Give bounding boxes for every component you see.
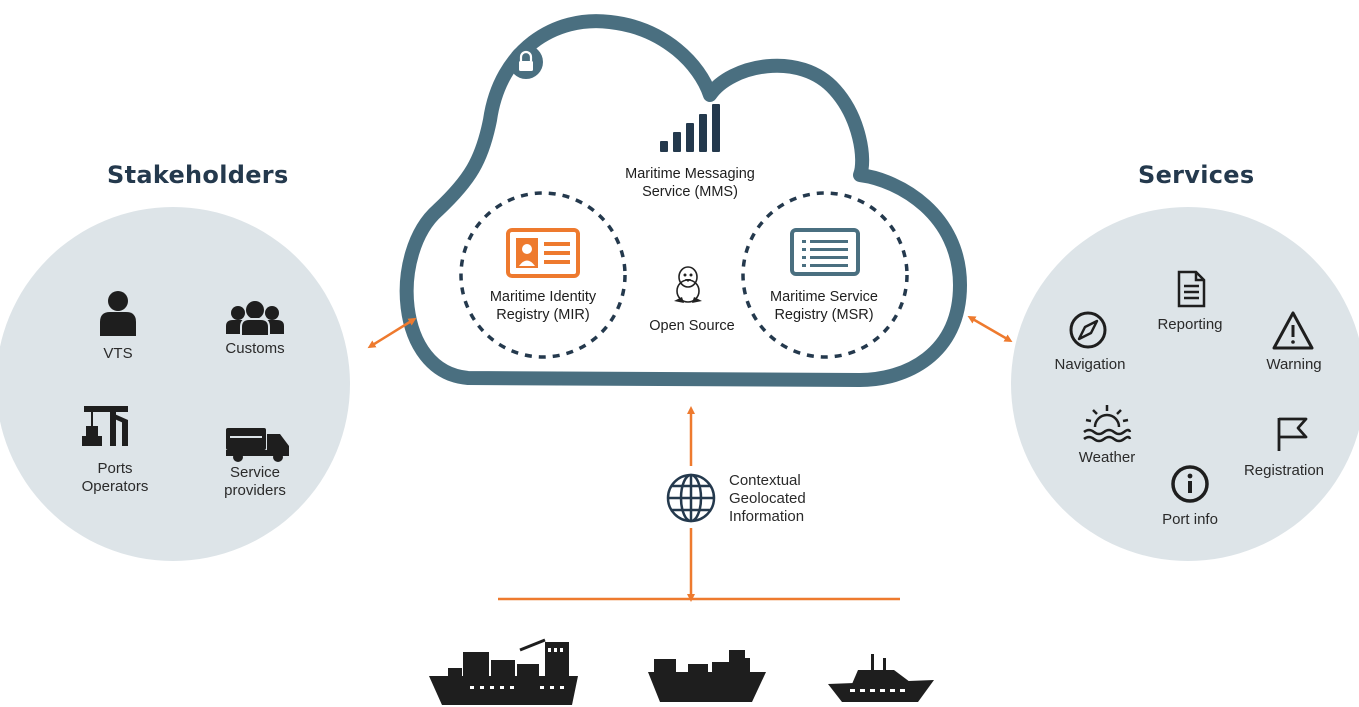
cloud-shape — [399, 14, 967, 387]
container-ship-icon — [648, 650, 766, 702]
stakeholder-vts-label: VTS — [103, 345, 133, 362]
service-reporting-label: Reporting — [1157, 316, 1223, 333]
contextual-info-label: Contextual Geolocated Information — [729, 472, 806, 526]
msr-label: Maritime Service Registry (MSR) — [754, 288, 894, 324]
stakeholders-title: Stakeholders — [107, 161, 289, 189]
mms-label: Maritime Messaging Service (MMS) — [610, 165, 770, 201]
service-port-info-label: Port info — [1162, 511, 1218, 528]
mms-line1: Maritime Messaging — [625, 166, 755, 182]
truck-icon — [226, 428, 289, 462]
cargo-ship-icon — [429, 638, 578, 705]
stakeholders-circle — [0, 207, 350, 561]
crane-icon — [82, 406, 128, 446]
services-arrow — [967, 315, 1013, 343]
mir-label: Maritime Identity Registry (MIR) — [473, 288, 613, 324]
services-circle — [1011, 207, 1359, 561]
service-weather-label: Weather — [1078, 449, 1136, 466]
mms-line2: Service (MMS) — [642, 184, 738, 200]
stakeholders-arrow — [367, 317, 417, 349]
flag-icon — [1277, 417, 1308, 451]
msr-line2: Registry (MSR) — [774, 307, 874, 323]
warning-icon — [1272, 311, 1314, 350]
person-icon — [100, 291, 136, 336]
id-card-icon — [506, 228, 580, 278]
services-title: Services — [1138, 161, 1255, 189]
msr-line1: Maritime Service — [770, 289, 878, 305]
service-line2: providers — [224, 482, 286, 499]
stakeholder-customs-label: Customs — [225, 340, 285, 357]
ports-line2: Operators — [81, 478, 149, 495]
connector-line2: Geolocated — [729, 490, 806, 507]
ports-line1: Ports — [97, 460, 133, 477]
service-line1: Service — [229, 464, 281, 481]
linux-penguin-icon — [674, 266, 702, 303]
list-icon — [790, 228, 860, 276]
mir-line2: Registry (MIR) — [496, 307, 590, 323]
connector-line1: Contextual — [729, 472, 801, 489]
info-icon — [1171, 465, 1209, 503]
mir-line1: Maritime Identity — [489, 289, 597, 305]
connector-line3: Information — [729, 508, 805, 525]
msr-dashed-circle — [741, 191, 909, 359]
lock-icon — [509, 45, 543, 79]
group-icon — [226, 301, 284, 337]
stakeholder-service-providers-label: Service providers — [210, 464, 300, 500]
service-warning-label: Warning — [1266, 356, 1322, 373]
compass-icon — [1069, 311, 1107, 349]
signal-bars-icon — [660, 104, 720, 152]
open-source-label: Open Source — [649, 318, 735, 334]
yacht-icon — [828, 654, 934, 702]
service-navigation-label: Navigation — [1054, 356, 1126, 373]
document-icon — [1177, 270, 1206, 308]
stakeholder-ports-label: Ports Operators — [70, 460, 160, 496]
weather-icon — [1083, 405, 1132, 443]
globe-icon — [666, 473, 716, 523]
mir-dashed-circle — [459, 191, 627, 359]
service-registration-label: Registration — [1243, 462, 1325, 479]
